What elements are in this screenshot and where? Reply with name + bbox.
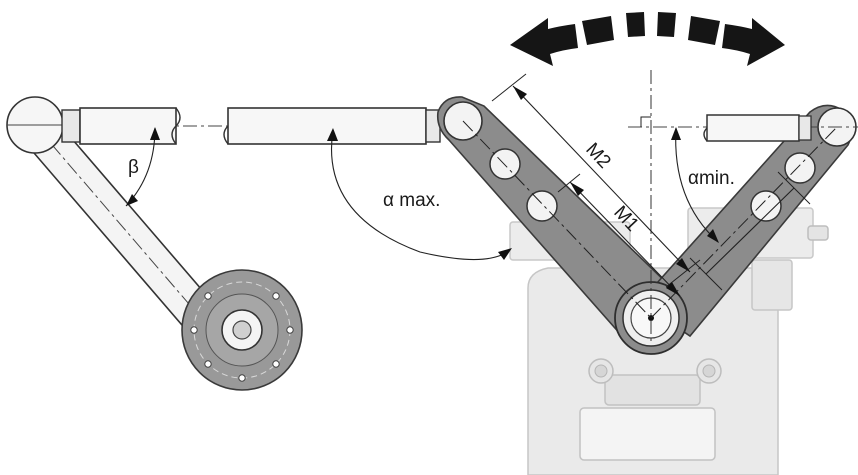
motion-arrows <box>510 12 785 66</box>
alpha-min-arc <box>675 127 719 243</box>
angle-arrowheads <box>126 127 719 260</box>
rod-segment-left <box>79 107 177 145</box>
right-dimension-line <box>705 187 795 275</box>
m1-extension-top <box>557 173 581 193</box>
lever-right-hole-2 <box>750 190 782 222</box>
housing-right-block <box>751 259 793 311</box>
lever-left-hole-2 <box>526 190 558 222</box>
rod-segment-right <box>706 114 800 142</box>
label-m2: M2 <box>581 139 614 173</box>
rod-segment-middle <box>227 107 427 145</box>
connecting-rod-left <box>61 107 181 145</box>
connecting-rod-middle <box>223 107 441 145</box>
left-crank-hub-bore <box>232 320 252 340</box>
m2-extension-top <box>491 73 527 102</box>
rod-break-left <box>171 107 181 145</box>
housing-bolt-left-inner <box>594 364 608 378</box>
label-alpha-max: α max. <box>383 190 440 211</box>
left-crank-center-line <box>34 124 213 331</box>
label-beta: β <box>128 157 139 178</box>
connecting-rod-right <box>628 114 858 142</box>
label-alpha-min: αmin. <box>688 168 735 189</box>
housing-cap <box>604 374 701 406</box>
motion-arrow-left <box>510 18 578 66</box>
housing-window <box>579 407 716 461</box>
m1-dimension-line <box>569 181 681 297</box>
dimension-m2 <box>491 73 701 288</box>
lever-right-center-line <box>650 126 838 319</box>
housing-bolt-right-inner <box>702 364 716 378</box>
motion-dash-1 <box>582 16 614 45</box>
alpha-max-arc <box>331 129 511 261</box>
motion-dash-3 <box>657 12 676 37</box>
dimension-right-arm <box>689 171 811 291</box>
m2-dimension-line <box>512 85 691 273</box>
left-flange-holes <box>190 292 294 382</box>
left-crank-assembly <box>6 96 303 391</box>
drive-housing <box>509 207 829 475</box>
motion-dash-4 <box>688 16 720 45</box>
dimension-m1 <box>557 173 681 297</box>
housing-shaft-stub <box>807 225 829 241</box>
motion-dash-2 <box>626 12 645 37</box>
motion-arrow-right <box>722 18 785 66</box>
right-angle-mark <box>640 116 651 127</box>
lever-left-center-line <box>462 120 652 319</box>
lever-right-hole-1 <box>784 152 816 184</box>
lever-left-hole-1 <box>489 148 521 180</box>
